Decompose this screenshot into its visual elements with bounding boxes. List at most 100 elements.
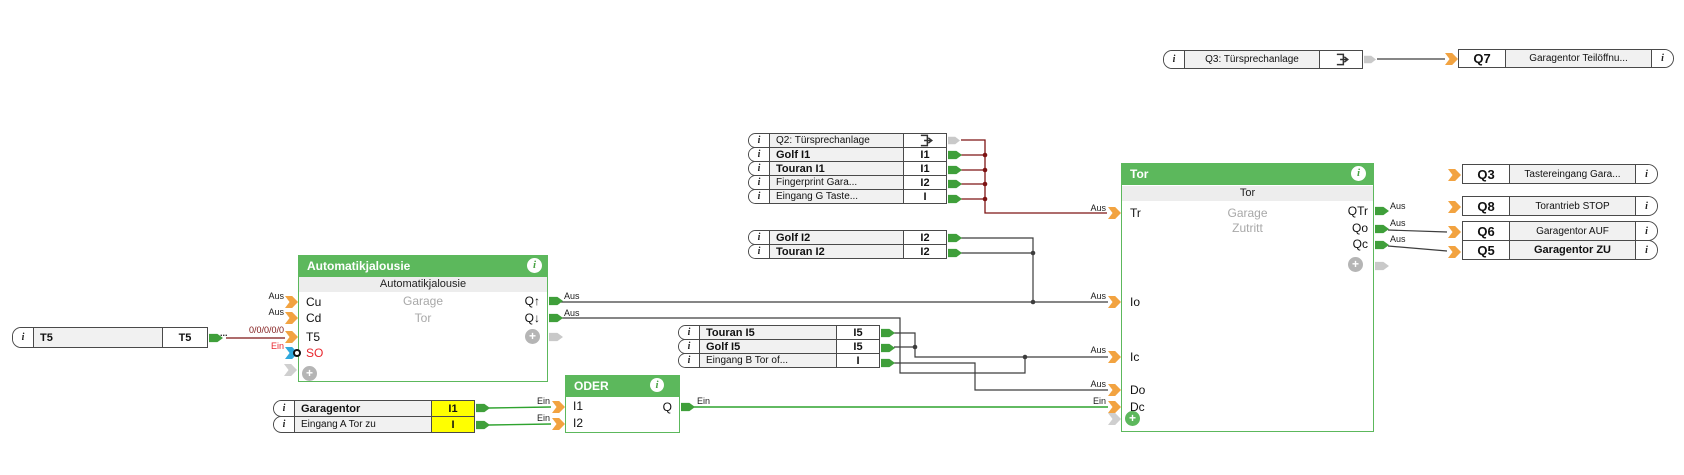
input-ref-row[interactable]: i Eingang G Taste... I: [748, 189, 947, 204]
ref-output-connector[interactable]: [476, 420, 490, 430]
info-icon[interactable]: i: [749, 245, 770, 258]
info-icon[interactable]: i: [13, 328, 34, 347]
ref-output-connector[interactable]: [948, 194, 962, 204]
ref-output-connector[interactable]: [948, 179, 962, 189]
info-icon[interactable]: i: [1651, 50, 1673, 67]
tor-block[interactable]: Tor: [1121, 163, 1374, 432]
info-icon[interactable]: i: [749, 190, 770, 203]
oder-i1-connector[interactable]: [552, 401, 565, 413]
info-icon[interactable]: i: [274, 401, 295, 416]
info-icon[interactable]: i: [650, 378, 664, 392]
tor-title: Tor: [1122, 164, 1373, 185]
q6-input-connector[interactable]: [1448, 226, 1461, 238]
ic-input-connector[interactable]: [1108, 351, 1121, 363]
add-input-ghost-connector[interactable]: [284, 364, 297, 376]
add-input-button[interactable]: +: [1125, 411, 1140, 426]
info-icon[interactable]: i: [1351, 166, 1366, 181]
add-input-ghost-connector[interactable]: [1108, 413, 1121, 425]
qo-output-connector[interactable]: [1375, 224, 1389, 234]
info-icon[interactable]: i: [679, 354, 700, 367]
output-ref-q8: Q8 Torantrieb STOP i: [1462, 196, 1658, 216]
info-icon[interactable]: i: [749, 162, 770, 175]
dc-input-connector[interactable]: [1108, 401, 1121, 413]
q-up-output-connector[interactable]: [549, 296, 563, 306]
t5-reference-block[interactable]: i T5 T5: [12, 327, 208, 348]
info-icon[interactable]: i: [1635, 197, 1657, 215]
output-ref-row[interactable]: Q5 Garagentor ZU i: [1462, 240, 1658, 260]
input-ref-row[interactable]: i Golf I1 I1: [748, 147, 947, 162]
q8-input-connector[interactable]: [1448, 201, 1461, 213]
input-ref-row[interactable]: i Golf I2 I2: [748, 230, 947, 245]
input-ref-row[interactable]: i Touran I1 I1: [748, 161, 947, 176]
wire-eingang-a-i2[interactable]: [488, 423, 552, 426]
info-icon[interactable]: i: [1635, 165, 1657, 183]
add-output-ghost-connector[interactable]: [549, 332, 563, 342]
info-icon[interactable]: i: [749, 231, 770, 244]
input-ref-row[interactable]: i Garagentor I1: [273, 400, 475, 417]
add-output-button[interactable]: +: [525, 329, 540, 344]
t5-output-connector[interactable]: [209, 333, 223, 343]
info-icon[interactable]: i: [1635, 241, 1657, 259]
add-output-ghost-connector[interactable]: [1375, 261, 1389, 271]
ref-output-connector[interactable]: [1364, 55, 1376, 64]
ref-label: Garagentor: [301, 402, 361, 415]
q3-input-connector[interactable]: [1448, 169, 1461, 181]
ref-output-connector[interactable]: [881, 358, 895, 368]
q-down-output-connector[interactable]: [549, 313, 563, 323]
wire-garagentor-i1[interactable]: [488, 406, 552, 409]
input-ref-row[interactable]: i Eingang A Tor zu I: [273, 416, 475, 433]
ref-output-connector[interactable]: [476, 403, 490, 413]
ref-output-connector[interactable]: [948, 165, 962, 175]
qc-output-connector[interactable]: [1375, 240, 1389, 250]
input-ref-row[interactable]: i Q3: Türsprechanlage: [1163, 50, 1363, 69]
input-ref-row[interactable]: i Touran I5 I5: [678, 325, 880, 340]
info-icon[interactable]: i: [679, 326, 700, 339]
ref-output-connector[interactable]: [948, 136, 960, 145]
tr-input-connector[interactable]: [1108, 207, 1121, 219]
input-ref-row[interactable]: i Eingang B Tor of... I: [678, 353, 880, 368]
add-output-button[interactable]: +: [1348, 257, 1363, 272]
wire-qdown-ic[interactable]: [561, 317, 1026, 374]
ref-output-connector[interactable]: [881, 343, 895, 353]
output-ref-row[interactable]: Q3 Tastereingang Gara... i: [1462, 164, 1658, 184]
add-input-button[interactable]: +: [302, 366, 317, 381]
wire-qo-q6[interactable]: [1387, 229, 1448, 233]
cd-input-connector[interactable]: [285, 312, 298, 324]
wire-do[interactable]: [894, 362, 1108, 391]
q5-input-connector[interactable]: [1448, 246, 1461, 258]
info-icon[interactable]: i: [1164, 51, 1185, 68]
t5-input-connector[interactable]: [285, 331, 298, 343]
output-ref-row[interactable]: Q6 Garagentor AUF i: [1462, 221, 1658, 241]
info-icon[interactable]: i: [274, 417, 295, 432]
info-icon[interactable]: i: [749, 176, 770, 189]
ref-output-connector[interactable]: [948, 248, 962, 258]
wire-qc-q5[interactable]: [1387, 245, 1448, 252]
input-ref-row[interactable]: i Fingerprint Gara... I2: [748, 175, 947, 190]
input-ref-row[interactable]: i Golf I5 I5: [678, 339, 880, 354]
t5-output-value: ...: [220, 328, 228, 338]
oder-i2-connector[interactable]: [552, 418, 565, 430]
info-icon[interactable]: i: [1635, 222, 1657, 240]
q7-input-connector[interactable]: [1445, 53, 1458, 65]
output-ref-row[interactable]: Q7 Garagentor Teilöffnu... i: [1458, 49, 1674, 68]
io-input-connector[interactable]: [1108, 296, 1121, 308]
wire-net-tr[interactable]: [226, 139, 1107, 339]
qtr-output-connector[interactable]: [1375, 206, 1389, 216]
qo-state: Aus: [1390, 218, 1406, 228]
cu-input-connector[interactable]: [285, 296, 298, 308]
output-ref-row[interactable]: Q8 Torantrieb STOP i: [1462, 196, 1658, 216]
input-ref-row[interactable]: i Touran I2 I2: [748, 244, 947, 259]
info-icon[interactable]: i: [527, 258, 542, 273]
ref-output-connector[interactable]: [948, 233, 962, 243]
wire-golf-i2[interactable]: [961, 237, 1034, 302]
ref-output-connector[interactable]: [948, 150, 962, 160]
ref-output-connector[interactable]: [881, 328, 895, 338]
do-input-connector[interactable]: [1108, 384, 1121, 396]
input-ref-row[interactable]: i Q2: Türsprechanlage: [748, 133, 947, 148]
ref-io-cell: I: [903, 190, 946, 203]
info-icon[interactable]: i: [679, 340, 700, 353]
info-icon[interactable]: i: [749, 148, 770, 161]
oder-q-connector[interactable]: [681, 402, 695, 412]
automatikjalousie-block[interactable]: Automatikjalousie: [298, 255, 548, 382]
info-icon[interactable]: i: [749, 134, 770, 147]
